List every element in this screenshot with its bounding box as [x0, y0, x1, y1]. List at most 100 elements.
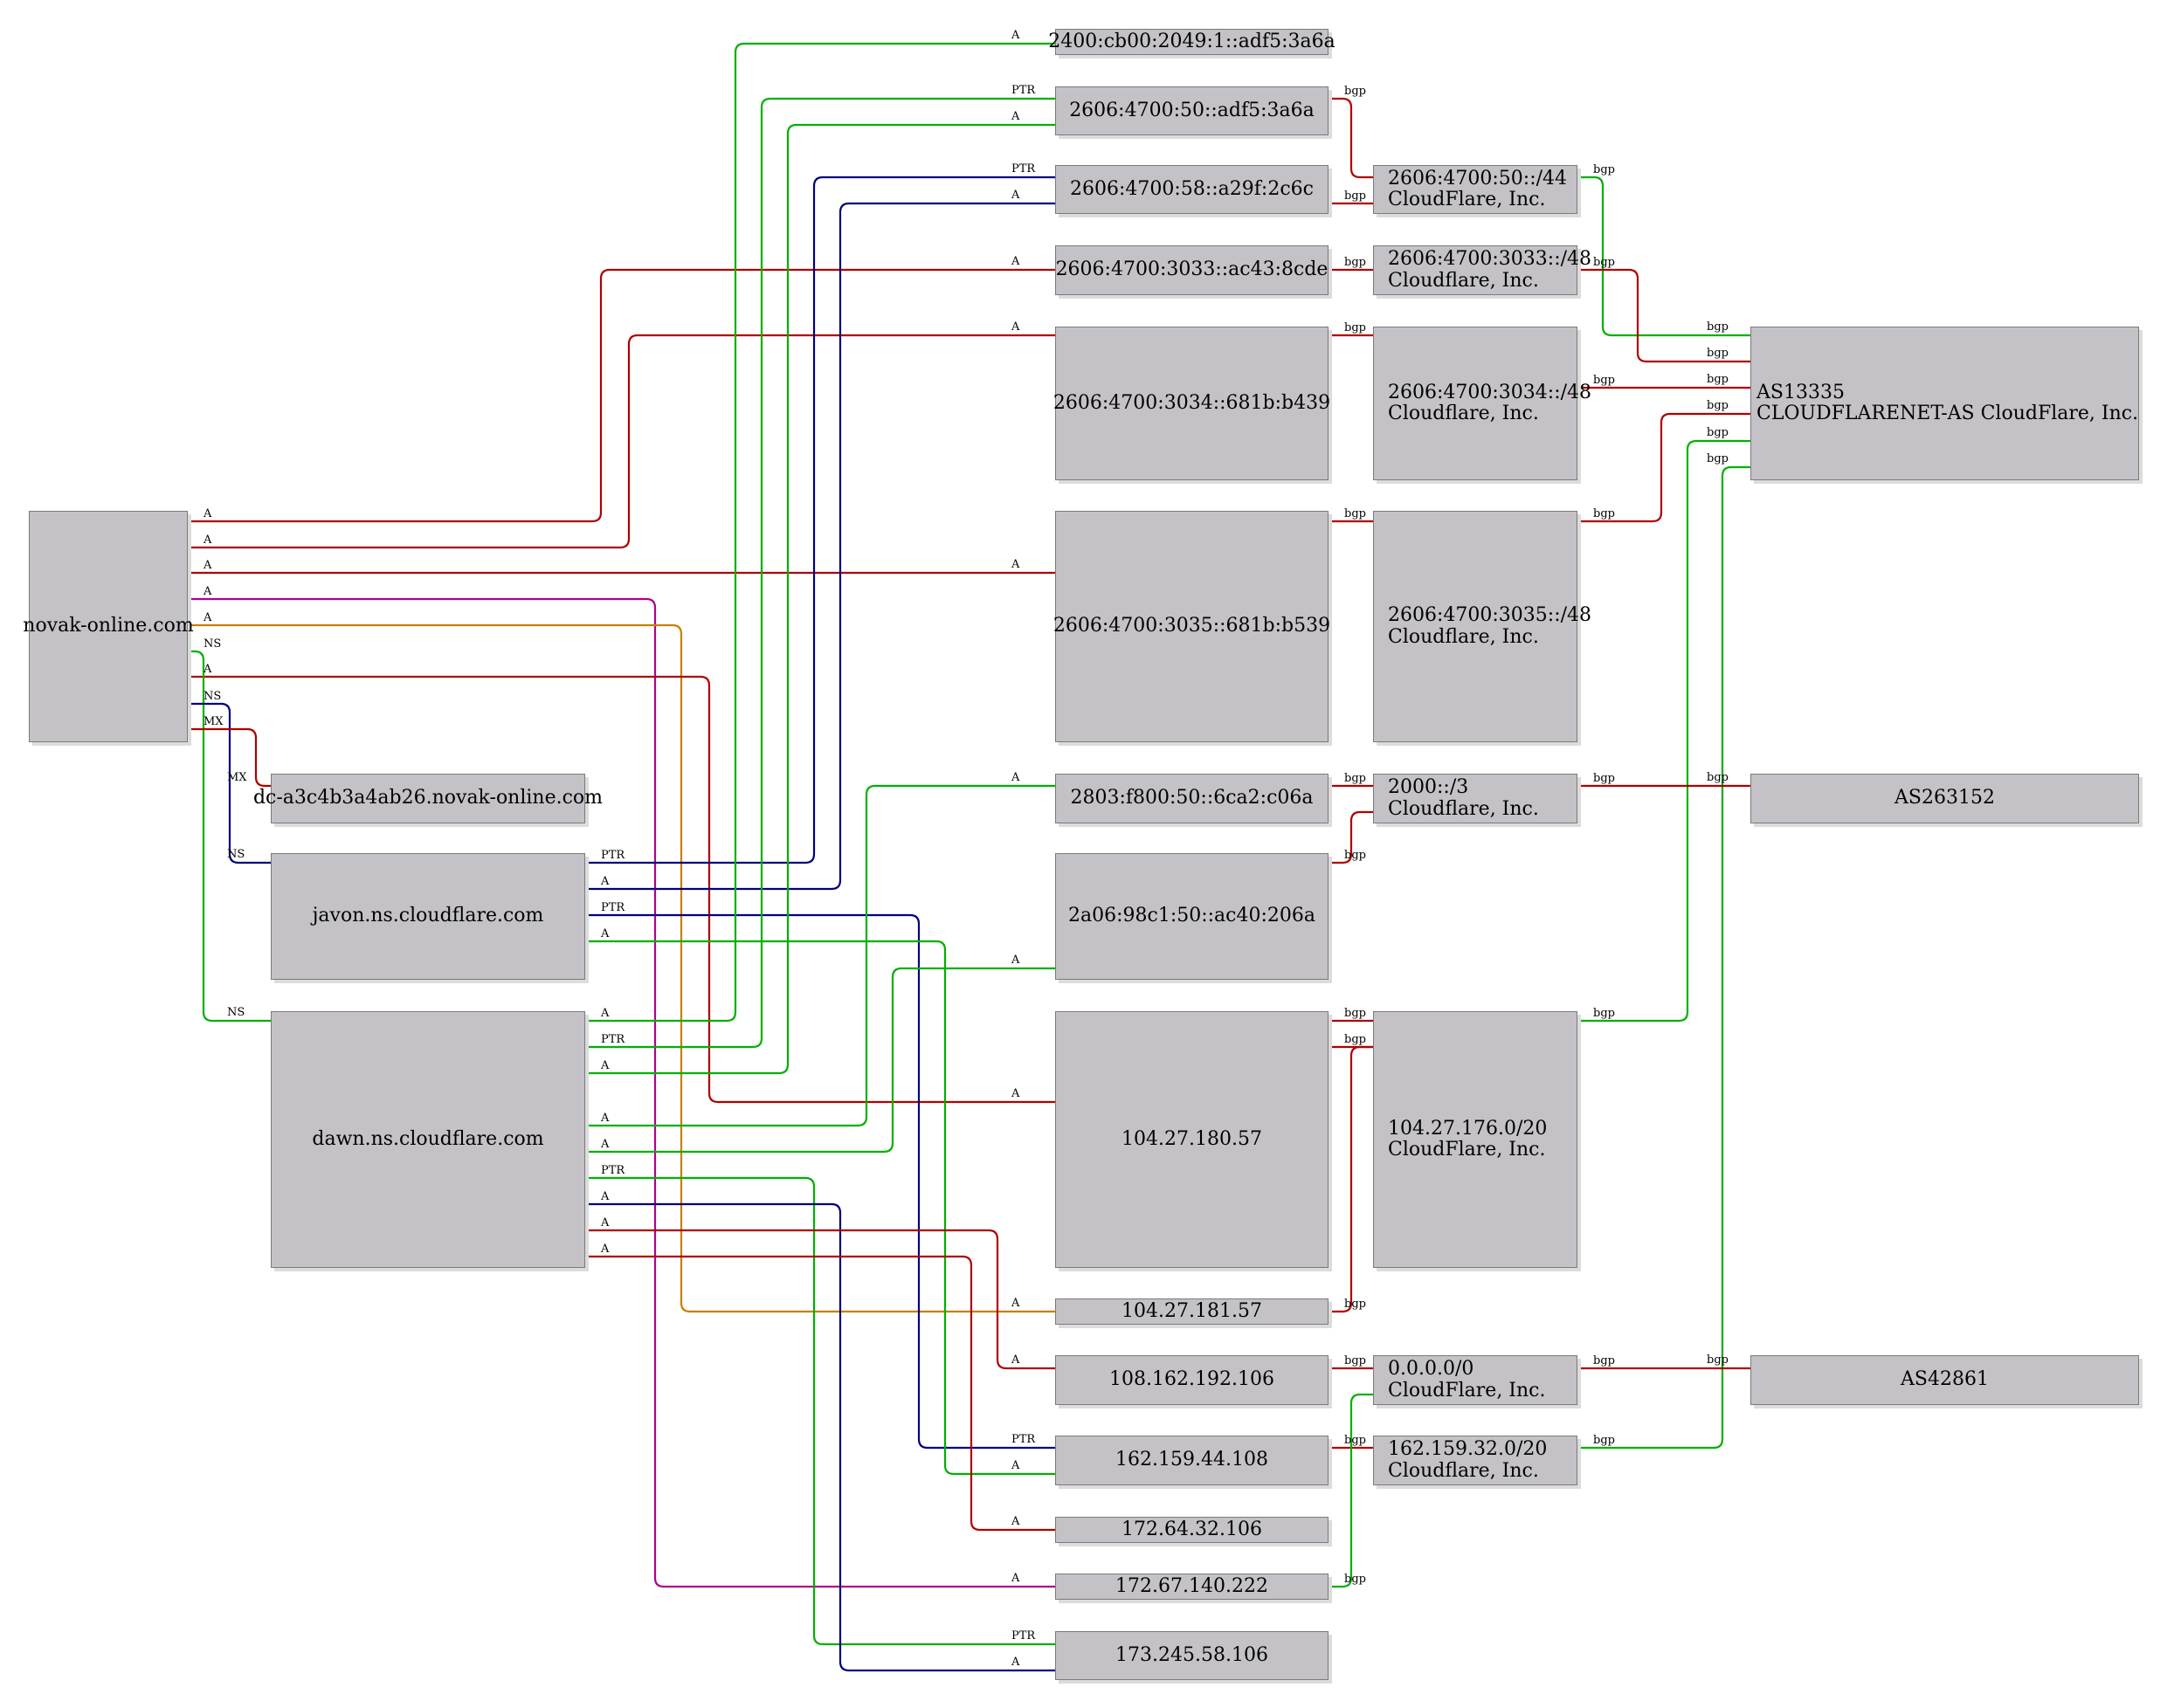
node-ip-108-162-192-106-label: 108.162.192.106	[1109, 1368, 1274, 1391]
edge-label-bgp: bgp	[1344, 1298, 1366, 1311]
edge-label-a: A	[600, 1059, 610, 1072]
edge-label-ns: NS	[204, 690, 221, 703]
node-ip-2606-4700-58[interactable]: 2606:4700:58::a29f:2c6c	[1055, 165, 1328, 214]
edge-line-23	[1328, 97, 1373, 179]
node-prefix-104-27-176-0-20[interactable]: 104.27.176.0/20 CloudFlare, Inc.	[1373, 1011, 1577, 1268]
edge-label-a: A	[1011, 110, 1020, 123]
edge-line-11	[585, 202, 1055, 891]
node-ip-2606-4700-3033[interactable]: 2606:4700:3033::ac43:8cde	[1055, 245, 1328, 295]
edge-layer	[188, 42, 1750, 1672]
edge-label-a: A	[600, 1138, 610, 1151]
edge-line-18	[585, 967, 1055, 1154]
node-ip-2606-4700-3035[interactable]: 2606:4700:3035::681b:b539	[1053, 511, 1330, 742]
node-prefix-104-27-176-0-20-label: 104.27.176.0/20 CloudFlare, Inc.	[1388, 1117, 1548, 1160]
edge-label-bgp: bgp	[1707, 1353, 1729, 1367]
edge-line-9	[188, 727, 271, 788]
node-ip-172-67-140-222[interactable]: 172.67.140.222	[1055, 1574, 1328, 1600]
edge-label-a: A	[203, 611, 212, 624]
edge-line-19	[585, 1176, 1055, 1646]
node-ip-173-245-58-106[interactable]: 173.245.58.106	[1055, 1631, 1328, 1680]
edge-label-bgp: bgp	[1593, 772, 1615, 785]
edge-label-bgp: bgp	[1707, 452, 1729, 465]
node-as42861[interactable]: AS42861	[1750, 1355, 2139, 1405]
edge-label-bgp: bgp	[1593, 163, 1615, 176]
node-ip-2a06-98c1[interactable]: 2a06:98c1:50::ac40:206a	[1055, 853, 1328, 980]
node-ip-162-159-44-108[interactable]: 162.159.44.108	[1055, 1436, 1328, 1485]
edge-label-bgp: bgp	[1707, 347, 1729, 360]
edge-label-a: A	[1011, 558, 1020, 571]
node-ns-dawn[interactable]: dawn.ns.cloudflare.com	[271, 1011, 585, 1268]
edge-label-a: A	[1011, 1572, 1020, 1585]
edge-label-ptr: PTR	[1011, 162, 1036, 176]
node-ip-104-27-180-57[interactable]: 104.27.180.57	[1055, 1011, 1328, 1268]
edge-line-37	[1577, 268, 1750, 363]
node-ip-162-159-44-108-label: 162.159.44.108	[1115, 1449, 1268, 1471]
edge-label-a: A	[1011, 320, 1020, 334]
node-ip-2606-4700-3034[interactable]: 2606:4700:3034::681b:b439	[1053, 327, 1330, 480]
node-prefix-2000-3[interactable]: 2000::/3 Cloudflare, Inc.	[1373, 774, 1577, 823]
edge-label-bgp: bgp	[1707, 373, 1729, 386]
edge-label-a: A	[600, 1007, 610, 1020]
node-ns-javon[interactable]: javon.ns.cloudflare.com	[271, 853, 585, 980]
node-ip-2400-cb00-label: 2400:cb00:2049:1::adf5:3a6a	[1048, 30, 1335, 52]
edge-label-a: A	[1011, 954, 1020, 967]
node-domain[interactable]: novak-online.com	[23, 511, 194, 742]
edge-label-ptr: PTR	[601, 849, 625, 862]
node-prefix-2606-4700-3033-48-label: 2606:4700:3033::/48 Cloudflare, Inc.	[1388, 248, 1592, 292]
edge-label-ptr: PTR	[601, 901, 625, 914]
edge-label-bgp: bgp	[1344, 256, 1366, 269]
node-prefix-2606-4700-3033-48[interactable]: 2606:4700:3033::/48 Cloudflare, Inc.	[1373, 245, 1591, 295]
node-ip-2400-cb00[interactable]: 2400:cb00:2049:1::adf5:3a6a	[1048, 29, 1335, 55]
edge-label-bgp: bgp	[1344, 1434, 1366, 1447]
node-ip-104-27-180-57-label: 104.27.180.57	[1121, 1127, 1262, 1150]
node-ns-javon-label: javon.ns.cloudflare.com	[312, 905, 544, 927]
edge-label-a: A	[600, 875, 610, 888]
edge-line-5	[188, 623, 1055, 1313]
edge-label-bgp: bgp	[1344, 507, 1366, 520]
edge-label-bgp: bgp	[1707, 771, 1729, 784]
node-as263152-label: AS263152	[1894, 787, 1995, 809]
node-as42861-label: AS42861	[1901, 1368, 1989, 1391]
node-ip-2606-4700-50[interactable]: 2606:4700:50::adf5:3a6a	[1055, 86, 1328, 135]
edge-label-bgp: bgp	[1593, 256, 1615, 269]
edge-line-10	[585, 176, 1055, 864]
edge-line-2	[188, 334, 1055, 549]
node-as263152[interactable]: AS263152	[1750, 774, 2139, 823]
edge-label-ptr: PTR	[601, 1033, 625, 1046]
edge-line-8	[188, 702, 271, 864]
node-ip-172-67-140-222-label: 172.67.140.222	[1115, 1574, 1268, 1597]
node-ip-2803-f800[interactable]: 2803:f800:50::6ca2:c06a	[1055, 774, 1328, 823]
edge-label-a: A	[1011, 771, 1020, 784]
node-ip-172-64-32-106[interactable]: 172.64.32.106	[1055, 1517, 1328, 1543]
node-ip-104-27-181-57[interactable]: 104.27.181.57	[1055, 1298, 1328, 1325]
node-prefix-2606-4700-50-44-label: 2606:4700:50::/44 CloudFlare, Inc.	[1388, 167, 1568, 210]
edge-label-a: A	[1011, 1297, 1020, 1310]
edge-label-bgp: bgp	[1593, 1434, 1615, 1447]
edge-line-7	[188, 650, 271, 1023]
edge-label-bgp: bgp	[1344, 772, 1366, 785]
edge-label-bgp: bgp	[1593, 507, 1615, 520]
node-ip-2a06-98c1-label: 2a06:98c1:50::ac40:206a	[1067, 905, 1315, 927]
node-prefix-162-159-32-0-20[interactable]: 162.159.32.0/20 Cloudflare, Inc.	[1373, 1436, 1577, 1485]
edge-label-bgp: bgp	[1707, 426, 1729, 439]
edge-label-bgp: bgp	[1344, 1033, 1366, 1046]
node-prefix-0-0-0-0-0[interactable]: 0.0.0.0/0 CloudFlare, Inc.	[1373, 1355, 1577, 1405]
edge-line-13	[585, 940, 1055, 1476]
node-prefix-2606-4700-3035-48[interactable]: 2606:4700:3035::/48 Cloudflare, Inc.	[1373, 511, 1591, 742]
edge-label-a: A	[1011, 29, 1020, 42]
node-ip-108-162-192-106[interactable]: 108.162.192.106	[1055, 1355, 1328, 1405]
edge-label-bgp: bgp	[1593, 374, 1615, 387]
node-as13335-label: AS13335 CLOUDFLARENET-AS CloudFlare, Inc…	[1756, 381, 2139, 424]
edge-label-mx: MX	[204, 715, 224, 728]
node-prefix-2606-4700-3034-48[interactable]: 2606:4700:3034::/48 Cloudflare, Inc.	[1373, 327, 1591, 480]
node-ip-173-245-58-106-label: 173.245.58.106	[1115, 1643, 1268, 1666]
edge-label-ptr: PTR	[1011, 1433, 1036, 1446]
node-prefix-2606-4700-3035-48-label: 2606:4700:3035::/48 Cloudflare, Inc.	[1388, 604, 1592, 648]
node-ip-104-27-181-57-label: 104.27.181.57	[1121, 1299, 1262, 1322]
node-prefix-2606-4700-50-44[interactable]: 2606:4700:50::/44 CloudFlare, Inc.	[1373, 165, 1577, 214]
edge-line-17	[585, 784, 1055, 1127]
edge-label-a: A	[203, 585, 212, 598]
edge-line-14	[585, 42, 1055, 1023]
node-mx-host[interactable]: dc-a3c4b3a4ab26.novak-online.com	[253, 774, 603, 823]
node-as13335[interactable]: AS13335 CLOUDFLARENET-AS CloudFlare, Inc…	[1750, 327, 2139, 480]
